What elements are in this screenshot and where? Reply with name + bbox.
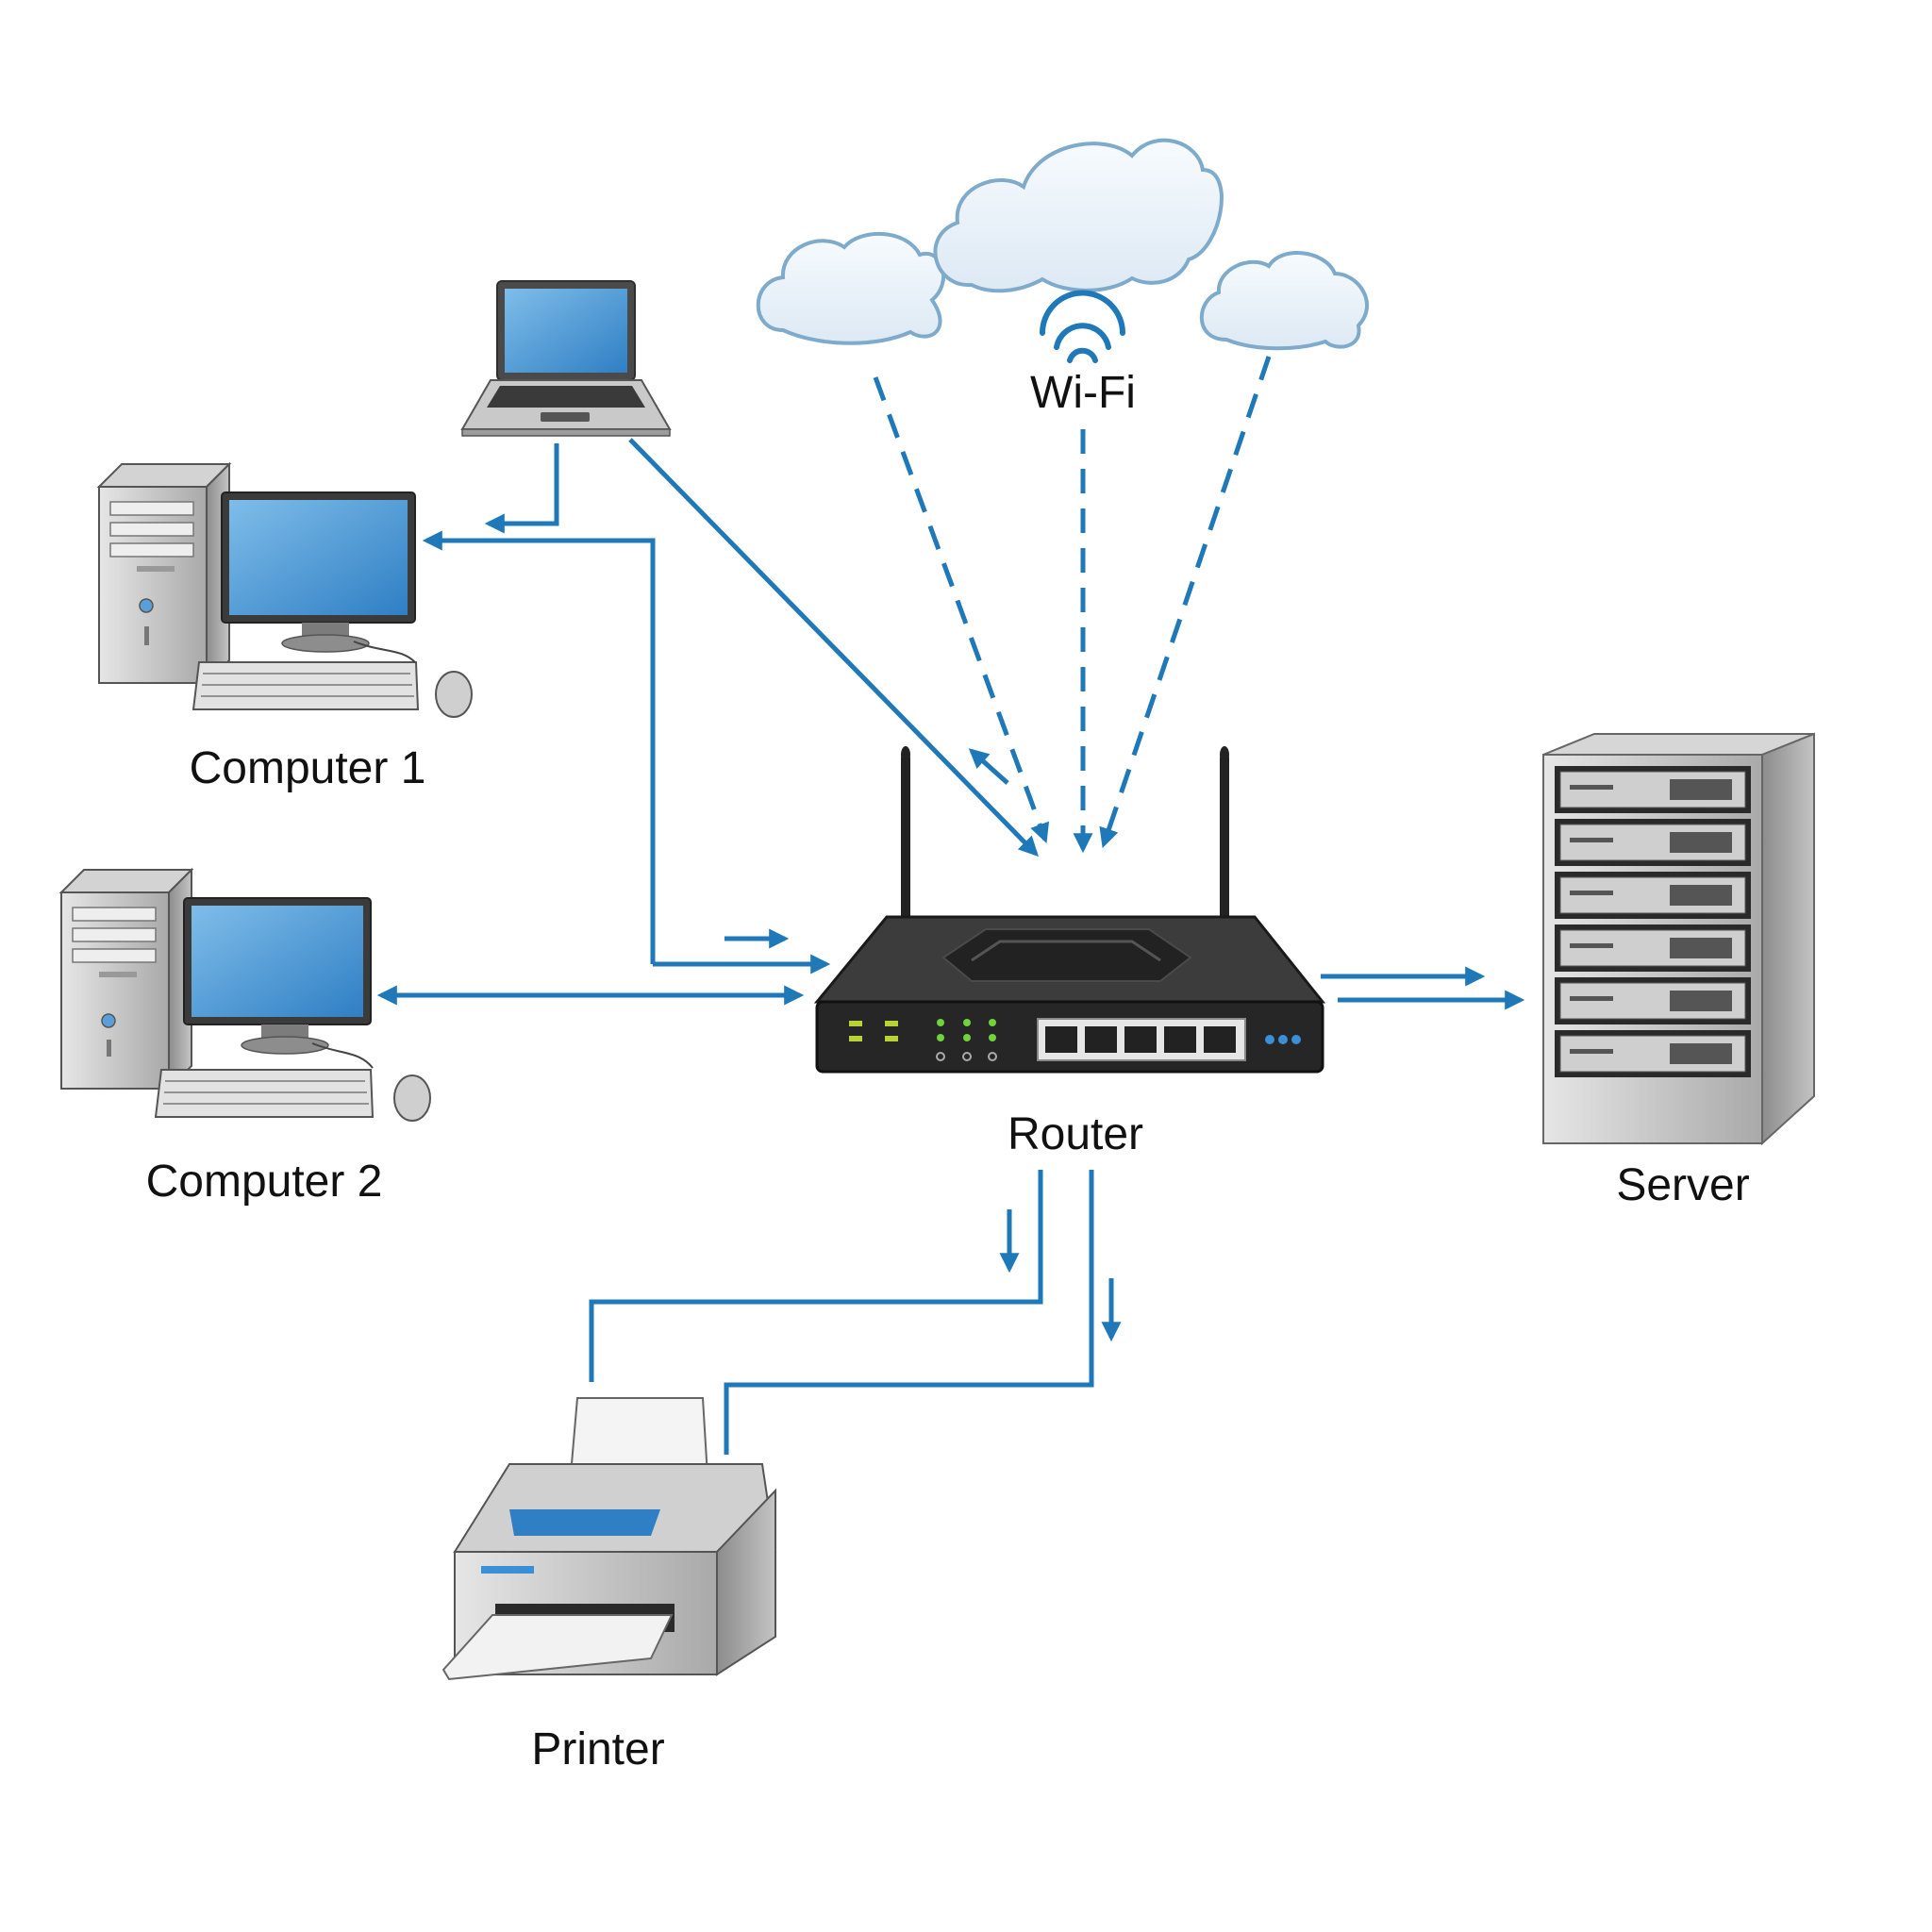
desktop-computer-icon bbox=[58, 867, 431, 1122]
cloud-icon bbox=[756, 231, 946, 345]
router-icon bbox=[813, 746, 1326, 1074]
computer-2-label: Computer 2 bbox=[146, 1157, 383, 1207]
wifi-icon bbox=[1040, 290, 1125, 363]
printer-icon bbox=[441, 1397, 777, 1681]
wifi-label: Wi-Fi bbox=[1030, 368, 1136, 418]
router-label: Router bbox=[1008, 1109, 1143, 1159]
wired-links bbox=[376, 438, 1525, 1455]
cloud-icon bbox=[1199, 251, 1370, 351]
cloud-icon bbox=[933, 138, 1224, 293]
wifi-uplink-arrow bbox=[968, 748, 1009, 785]
server-rack-icon bbox=[1542, 732, 1815, 1146]
laptop-icon bbox=[460, 280, 672, 437]
wifi-links bbox=[873, 356, 1272, 854]
printer-label: Printer bbox=[531, 1724, 664, 1774]
computer-1-label: Computer 1 bbox=[190, 743, 426, 793]
desktop-computer-icon bbox=[96, 461, 473, 718]
server-label: Server bbox=[1616, 1160, 1749, 1210]
